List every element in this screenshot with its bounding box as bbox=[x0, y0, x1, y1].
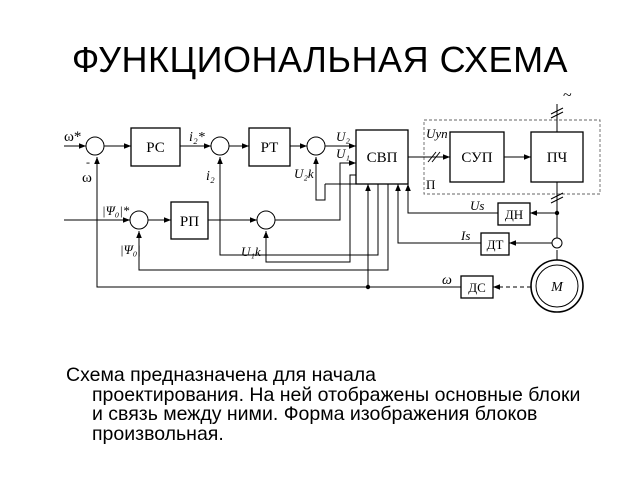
block-rp-label: РП bbox=[180, 214, 199, 230]
label-p: П bbox=[426, 177, 435, 192]
block-svp-label: СВП bbox=[367, 150, 398, 166]
summing-junction-voltage-2 bbox=[306, 136, 326, 156]
label-u1: U₁ bbox=[336, 146, 350, 161]
block-ds-label: ДС bbox=[468, 280, 486, 295]
label-i2-fb: i₂ bbox=[206, 169, 215, 184]
block-rp bbox=[170, 201, 209, 240]
summing-junction-speed bbox=[85, 136, 105, 156]
caption: Схема предназначена для начала проектиро… bbox=[66, 364, 586, 445]
block-sup-label: СУП bbox=[461, 150, 492, 166]
label-u2: U₂ bbox=[336, 129, 350, 144]
block-rt-label: РТ bbox=[261, 140, 279, 156]
block-dt bbox=[480, 232, 510, 256]
motor-label: M bbox=[550, 280, 564, 295]
block-pch-label: ПЧ bbox=[547, 150, 568, 166]
caption-body: проектирования. На ней отображены основн… bbox=[92, 383, 581, 445]
summing-junction-voltage-1 bbox=[256, 210, 276, 230]
block-rs-label: РС bbox=[146, 140, 165, 156]
connection-lines bbox=[64, 104, 564, 290]
block-svp bbox=[355, 129, 409, 185]
label-omega-fb: ω bbox=[82, 170, 92, 186]
label-uup: Uуп bbox=[426, 126, 448, 141]
caption-line-1: Схема предназначена для начала bbox=[66, 364, 377, 386]
motor-inner bbox=[535, 264, 579, 308]
block-rs bbox=[130, 127, 181, 167]
minus-omega: - bbox=[86, 155, 90, 169]
label-is: Is bbox=[460, 228, 470, 243]
label-supply: ~ bbox=[563, 87, 572, 104]
block-rt bbox=[248, 127, 291, 167]
label-psi-fb: |Ψ₀| bbox=[120, 242, 141, 257]
label-u2k: U₂k bbox=[294, 166, 314, 181]
motor-symbol bbox=[551, 237, 563, 249]
block-sup bbox=[449, 131, 505, 183]
summing-junction-current bbox=[210, 136, 230, 156]
label-omega-ref: ω* bbox=[64, 129, 81, 145]
label-i2-ref: i₂* bbox=[189, 130, 205, 145]
label-psi-ref: |Ψ₀|* bbox=[102, 203, 130, 218]
label-u1k: U₁k bbox=[241, 244, 261, 259]
block-dn-label: ДН bbox=[505, 207, 523, 222]
block-dn bbox=[497, 202, 531, 226]
label-omega-ds: ω bbox=[442, 273, 452, 288]
label-us: Us bbox=[470, 198, 484, 213]
slide-title: ФУНКЦИОНАЛЬНАЯ СХЕМА bbox=[71, 39, 569, 80]
summing-junction-flux bbox=[129, 210, 149, 230]
block-ds bbox=[460, 275, 494, 299]
block-pch bbox=[530, 131, 584, 183]
block-dt-label: ДТ bbox=[487, 237, 504, 252]
